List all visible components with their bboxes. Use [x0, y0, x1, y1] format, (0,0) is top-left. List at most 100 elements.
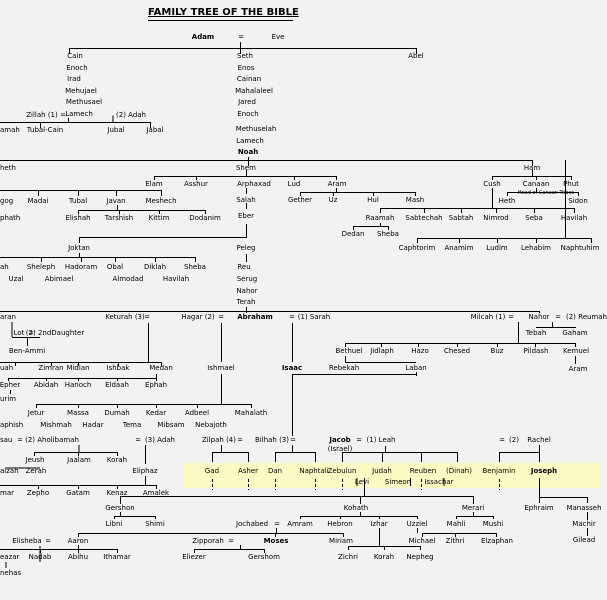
person-elishah: Elishah [65, 214, 91, 222]
person-anamim: Anamim [444, 244, 474, 252]
person-mehujael: Mehujael [65, 87, 97, 95]
person-jabal: Jabal [146, 126, 164, 134]
person-caphtorim: Caphtorim [398, 244, 436, 252]
person-benjamin: Benjamin [482, 467, 516, 475]
person-gether: Gether [287, 196, 313, 204]
person-mushi: Mushi [482, 520, 504, 528]
person-kedar: Kedar [145, 409, 167, 417]
marriage-sign: = [17, 436, 23, 444]
person-hanoch-midian: Hanoch [64, 381, 92, 389]
person-adam: Adam [191, 33, 215, 41]
person-asshur: Asshur [184, 180, 208, 188]
marriage-sign: = [218, 313, 224, 321]
person-amalek: Amalek [142, 489, 170, 497]
marriage-sign: = [60, 111, 66, 119]
person-riphath: phath [0, 214, 21, 222]
person-naphtuhim: Naphtuhim [560, 244, 600, 252]
marriage-sign: = [274, 520, 280, 528]
person-abidah: Abidah [33, 381, 59, 389]
person-ephah: Ephah [144, 381, 168, 389]
person-lot: Lot [13, 329, 25, 337]
person-chesed: Chesed [443, 347, 471, 355]
page-title: FAMILY TREE OF THE BIBLE [148, 7, 299, 18]
person-zichri: Zichri [338, 553, 358, 561]
marriage-sign: = [555, 313, 561, 321]
person-gershom: Gershom [248, 553, 280, 561]
person-gaham: Gaham [562, 329, 588, 337]
person-nepheg: Nepheg [406, 553, 434, 561]
person-shuah: uah [0, 364, 14, 372]
person-ben-ammi: Ben-Ammi [8, 347, 46, 355]
person-gershon: Gershon [105, 504, 135, 512]
person-midian: Midian [66, 364, 90, 372]
person-ludim: Ludim [486, 244, 508, 252]
marriage-sign: = [228, 537, 234, 545]
rachel-number: (2) [509, 436, 519, 444]
person-jacob: Jacob [329, 436, 351, 444]
person-reu: Reu [237, 263, 251, 271]
person-canaan: Canaan [522, 180, 550, 188]
person-tema: Tema [122, 421, 142, 429]
person-uzziel: Uzziel [406, 520, 428, 528]
person-reumah: (2) Reumah [566, 313, 607, 321]
person-mahli: Mahli [446, 520, 466, 528]
person-elisheba: Elisheba [12, 537, 42, 545]
person-eleazar: eazar [0, 553, 20, 561]
marriage-sign: = [28, 329, 34, 337]
person-zithri: Zithri [445, 537, 465, 545]
marriage-sign: = [508, 313, 514, 321]
person-ishmael: Ishmael [207, 364, 235, 372]
person-uz: Uz [328, 196, 338, 204]
person-machir: Machir [572, 520, 596, 528]
person-uzal: Uzal [8, 275, 24, 283]
person-massa: Massa [67, 409, 89, 417]
person-isaac: Isaac [281, 364, 303, 372]
person-arphaxad: Arphaxad [237, 180, 271, 188]
person-irad: Irad [67, 75, 81, 83]
person-lehabim: Lehabim [520, 244, 552, 252]
person-pildash: Pildash [523, 347, 549, 355]
person-kenaz: Kenaz [106, 489, 128, 497]
marriage-sign: = [237, 436, 243, 444]
person-eldaah: Eldaah [105, 381, 129, 389]
person-dan: Dan [267, 467, 283, 475]
marriage-sign: = [238, 33, 244, 41]
person-jaalam: Jaalam [67, 456, 91, 464]
person-eve: Eve [271, 33, 285, 41]
person-leah: (1) Leah [366, 436, 396, 444]
canaan-note: Head of Canaan Tribes [517, 190, 575, 196]
marriage-sign: = [135, 436, 141, 444]
person-eliezer: Eliezer [182, 553, 206, 561]
person-gatam: Gatam [66, 489, 90, 497]
person-tubal: Tubal [68, 197, 88, 205]
marriage-sign: = [144, 313, 150, 321]
person-lamech-seth: Lamech [236, 137, 264, 145]
person-israel-alias: (Israel) [327, 445, 353, 453]
person-epher: Epher [0, 381, 21, 389]
person-diklah: Diklah [143, 263, 167, 271]
person-kittim: Kittim [148, 214, 170, 222]
person-lot-2nd-daughter: (2) 2ndDaughter [25, 329, 85, 337]
person-havilah-ham: Havilah [560, 214, 588, 222]
person-kohath: Kohath [343, 504, 369, 512]
person-ithamar: Ithamar [103, 553, 131, 561]
person-jochabed: Jochabed [235, 520, 269, 528]
person-japheth: heth [0, 164, 16, 172]
person-serug: Serug [236, 275, 258, 283]
person-asshurim: urim [0, 395, 17, 403]
person-hadoram: Hadoram [64, 263, 98, 271]
person-mibsam: Mibsam [157, 421, 185, 429]
person-tubal-cain: Tubal-Cain [26, 126, 64, 134]
person-sheleph: Sheleph [26, 263, 56, 271]
person-methusael: Methusael [65, 98, 103, 106]
person-issachar: Issachar [424, 478, 454, 486]
person-keturah: Keturah (3) [105, 313, 145, 321]
person-elzaphan: Elzaphan [481, 537, 513, 545]
person-obal: Obal [106, 263, 124, 271]
person-adbeel: Adbeel [184, 409, 210, 417]
person-cain: Cain [67, 52, 83, 60]
person-jidlaph: Jidlaph [370, 347, 394, 355]
person-joktan: Joktan [68, 244, 90, 252]
person-eber: Eber [237, 212, 255, 220]
